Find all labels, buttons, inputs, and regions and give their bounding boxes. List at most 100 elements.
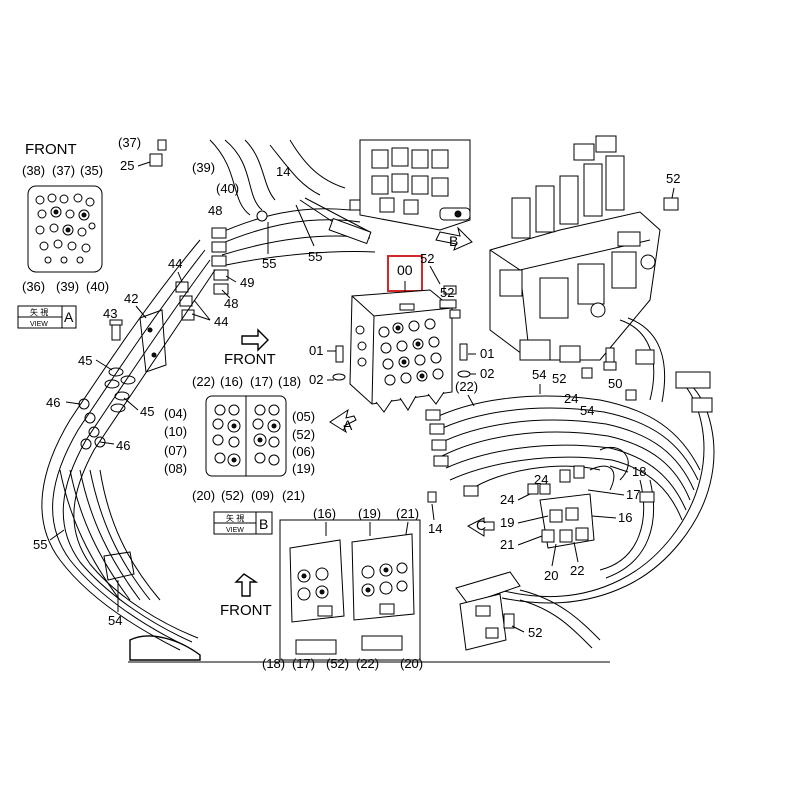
view-b-jp: 矢 視 <box>226 513 244 523</box>
callout-43: 43 <box>103 306 117 321</box>
view-a-en: VIEW <box>30 321 48 328</box>
callout-19: (19) <box>292 461 315 476</box>
callout-01-right: 01 <box>480 346 494 361</box>
callout-10: (10) <box>164 424 187 439</box>
front-label-a: FRONT <box>25 141 77 158</box>
callout-52-q: (52) <box>221 488 244 503</box>
callout-52-a: 52 <box>420 251 434 266</box>
bottom-twin-valve: (16) (19) (21) (18) (17) (52) (22) (20) <box>262 506 423 671</box>
front-label-b: FRONT <box>224 351 276 368</box>
callout-37-top: (37) <box>118 135 141 150</box>
callout-37: (37) <box>52 163 75 178</box>
callout-08: (08) <box>164 461 187 476</box>
callout-52-b2: (52) <box>326 656 349 671</box>
view-a-inset: FRONT (38) (37) (35) (36) (39) (40) 矢 <box>17 141 109 329</box>
callout-44-b: 44 <box>214 314 228 329</box>
callout-35: (35) <box>80 163 103 178</box>
bottom-right-assembly <box>455 571 601 651</box>
view-b-letter: B <box>259 516 268 532</box>
callout-21-c: (21) <box>396 506 419 521</box>
callout-20-b: (20) <box>400 656 423 671</box>
callout-16: (16) <box>220 374 243 389</box>
right-manifold <box>527 446 629 549</box>
main-valve-block-00 <box>349 285 461 413</box>
right-main-valve <box>489 135 661 363</box>
callout-02-left: 02 <box>309 372 323 387</box>
view-a-letter: A <box>64 309 74 325</box>
right-piping <box>499 317 715 604</box>
callout-17: (17) <box>250 374 273 389</box>
callout-54-b: 54 <box>532 367 546 382</box>
callout-14-mid: 14 <box>428 521 442 536</box>
callout-45-b: 45 <box>140 404 154 419</box>
callout-22-r: 22 <box>570 563 584 578</box>
callout-24-a: 24 <box>564 391 578 406</box>
callout-38: (38) <box>22 163 45 178</box>
callout-54-a: 54 <box>108 613 122 628</box>
bolt-43: 43 <box>103 306 123 341</box>
bolts-01-02: 01 02 01 02 <box>309 343 494 387</box>
callout-22-hose: (22) <box>455 379 478 394</box>
view-a-jp: 矢 視 <box>30 307 48 317</box>
callout-55-b: 55 <box>308 249 322 264</box>
callout-24-c: 24 <box>500 492 514 507</box>
view-b-inset: (22) (16) (17) (18) (04) (10) (07) (08) … <box>164 374 315 535</box>
fittings-44: 44 44 <box>168 256 228 329</box>
callout-02-right: 02 <box>480 366 494 381</box>
callout-16-r: 16 <box>618 510 632 525</box>
arrow-b-label: B <box>449 233 458 249</box>
callout-18-b: (18) <box>262 656 285 671</box>
callout-48-b: 48 <box>224 296 238 311</box>
middle-hose-bundle <box>425 395 701 521</box>
callout-48-a: 48 <box>208 203 222 218</box>
front-label-c: FRONT <box>220 602 272 619</box>
callout-52-p: (52) <box>292 427 315 442</box>
callout-05: (05) <box>292 409 315 424</box>
callout-52-b: 52 <box>440 285 454 300</box>
callout-25: 25 <box>120 158 134 173</box>
callout-40: (40) <box>86 279 109 294</box>
callout-45-a: 45 <box>78 353 92 368</box>
view-a-tag: 矢 視 VIEW A <box>17 305 77 329</box>
callout-52-top-right: 52 <box>666 171 680 186</box>
callout-55-a: 55 <box>262 256 276 271</box>
callout-07: (07) <box>164 443 187 458</box>
callout-24-b: 24 <box>534 472 548 487</box>
callout-22: (22) <box>192 374 215 389</box>
callout-39-top: (39) <box>192 160 215 175</box>
fittings-48-49 <box>211 227 237 299</box>
twin-valve-frame <box>279 519 421 661</box>
callout-52-bottom: 52 <box>528 625 542 640</box>
callout-50: 50 <box>608 376 622 391</box>
view-b-en: VIEW <box>226 527 244 534</box>
callout-19-r: 19 <box>500 515 514 530</box>
callout-14-top: 14 <box>276 164 290 179</box>
callout-42: 42 <box>124 291 138 306</box>
callout-17-b: (17) <box>292 656 315 671</box>
callout-54-c: 54 <box>580 403 594 418</box>
callout-44-a: 44 <box>168 256 182 271</box>
callout-19-c: (19) <box>358 506 381 521</box>
upper-hose-bundle <box>209 139 376 266</box>
fittings-top-left: (37) 25 (39) (40) 14 <box>118 135 290 196</box>
arrow-a-label: A <box>343 417 353 433</box>
callout-20: (20) <box>192 488 215 503</box>
callout-18-r: 18 <box>632 464 646 479</box>
callout-06: (06) <box>292 444 315 459</box>
callout-21-r: 21 <box>500 537 514 552</box>
fittings-45-46: 45 45 46 46 <box>46 353 154 453</box>
ports-b <box>212 404 281 467</box>
callout-04: (04) <box>164 406 187 421</box>
callout-46-a: 46 <box>46 395 60 410</box>
callout-20-r: 20 <box>544 568 558 583</box>
ports-a <box>35 193 96 264</box>
callout-55-c: 55 <box>33 537 47 552</box>
arrow-c-label: C <box>476 517 486 533</box>
callout-18: (18) <box>278 374 301 389</box>
callout-39: (39) <box>56 279 79 294</box>
callout-00: 00 <box>397 262 413 278</box>
callout-17-r: 17 <box>626 487 640 502</box>
callout-40-top: (40) <box>216 181 239 196</box>
callout-52-c: 52 <box>552 371 566 386</box>
